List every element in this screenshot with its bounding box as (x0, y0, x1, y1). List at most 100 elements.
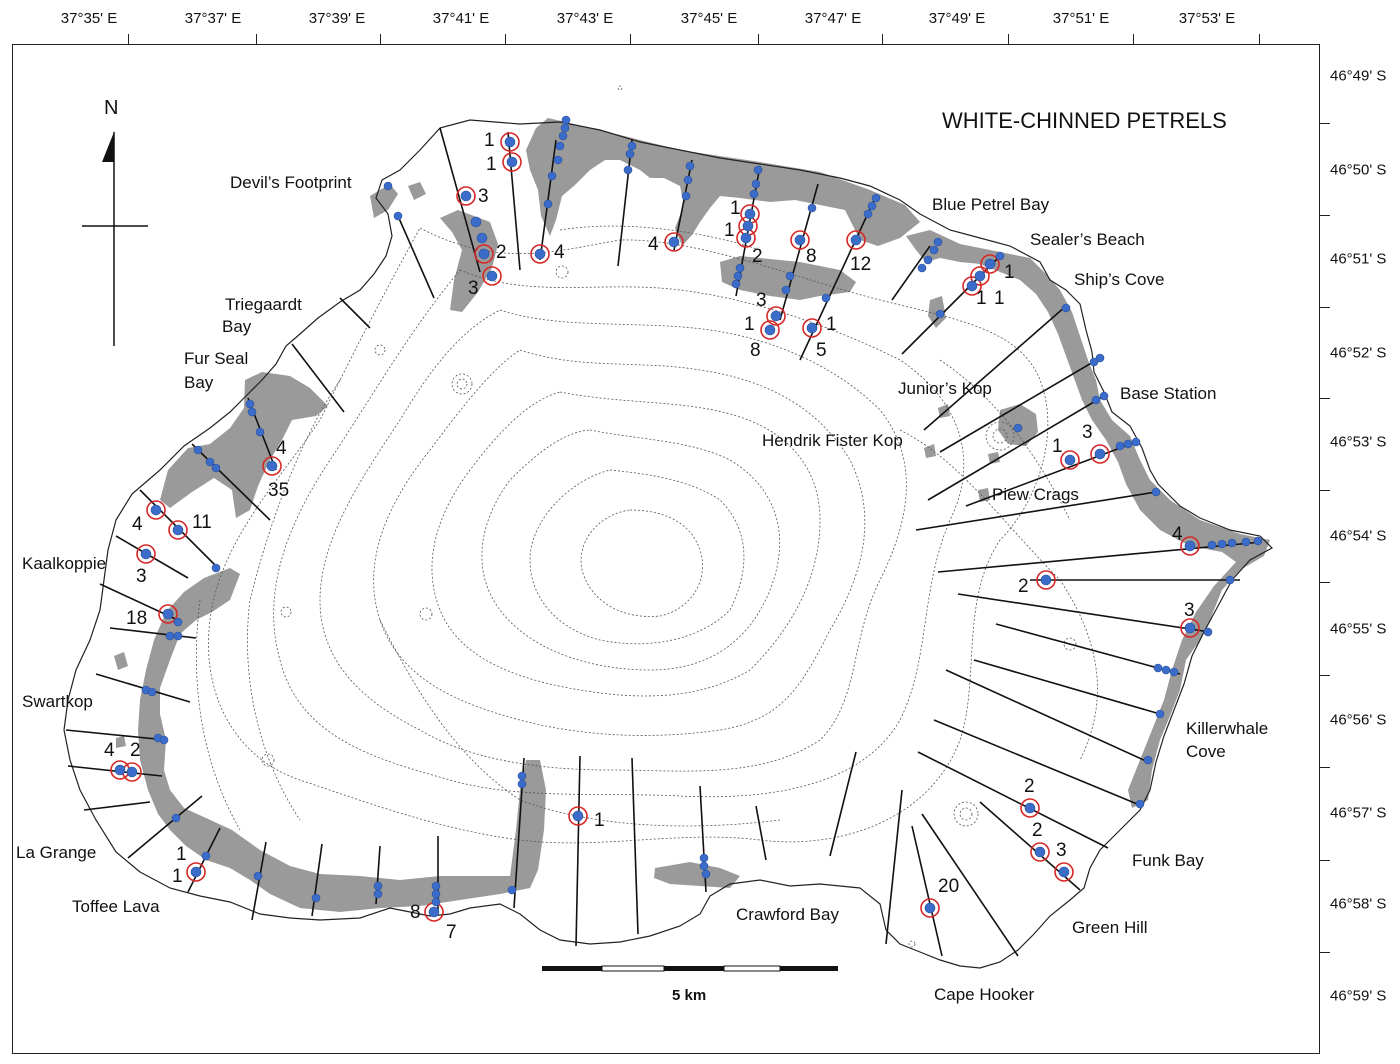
burrow-point (699, 853, 709, 863)
contour-line (379, 619, 781, 827)
latitude-label: 46°56' S (1330, 711, 1387, 729)
longitude-label: 37°45' E (680, 10, 738, 27)
count-label-layer: 1 1 3 2 3 4 4 1 1 2 8 12 3 1 8 1 5 1 1 1… (104, 130, 1195, 943)
burrow-point (1040, 574, 1052, 586)
vegetation-layer (114, 118, 1270, 912)
tick (882, 34, 883, 44)
burrow-point (744, 208, 756, 220)
burrow-point (984, 258, 996, 270)
transect-line (191, 443, 271, 521)
burrow-point (431, 889, 441, 899)
scale-bar-segment (664, 966, 724, 971)
tick (380, 34, 381, 44)
place-name: Piew Crags (992, 485, 1079, 504)
vegetation-patch (526, 118, 920, 246)
burrow-point (1034, 846, 1046, 858)
contour-ring (985, 421, 1015, 451)
burrow-point (470, 216, 482, 228)
longitude-label: 37°47' E (804, 10, 862, 27)
burrow-point (731, 279, 741, 289)
contour-ring (261, 753, 275, 767)
burrow-point (1095, 353, 1105, 363)
count-label: 11 (192, 512, 212, 533)
contour-ring (419, 607, 433, 621)
burrow-point (373, 889, 383, 899)
count-label: 7 (446, 922, 457, 943)
burrow-point (871, 193, 881, 203)
longitude-label: 37°41' E (432, 10, 490, 27)
burrow-point (935, 309, 945, 319)
count-circle (482, 266, 502, 286)
transect-line (251, 841, 267, 921)
vegetation-patch (654, 862, 740, 888)
contour-line (319, 309, 907, 772)
count-label: 1 (176, 844, 187, 865)
burrow-point (393, 211, 403, 221)
burrow-point (255, 427, 265, 437)
transect-line (127, 795, 203, 859)
burrow-point (785, 271, 795, 281)
longitude-label: 37°51' E (1052, 10, 1110, 27)
place-name: La Grange (16, 843, 96, 862)
burrow-point (794, 234, 806, 246)
burrow-point (923, 255, 933, 265)
count-circle (502, 152, 522, 172)
transect-line (291, 343, 345, 413)
contour-line (939, 359, 1071, 521)
tick (1320, 675, 1330, 676)
burrow-point (1184, 622, 1196, 634)
burrow-point (147, 687, 157, 697)
transect-line (933, 719, 1143, 807)
place-name: Green Hill (1072, 918, 1148, 937)
count-label: 4 (554, 242, 565, 263)
tick (630, 34, 631, 44)
count-circle (474, 244, 494, 264)
burrow-point (543, 199, 553, 209)
burrow-point (201, 851, 211, 861)
contour-line (529, 469, 745, 645)
vegetation-patch (116, 736, 126, 748)
burrow-point (929, 245, 939, 255)
count-circle (1020, 798, 1040, 818)
burrow-point (781, 285, 791, 295)
contour-ring (1063, 637, 1077, 651)
burrow-point (1115, 441, 1125, 451)
contour-ring (617, 85, 623, 91)
tick (1259, 34, 1260, 44)
transect-line (923, 305, 1067, 431)
burrow-point (504, 136, 516, 148)
burrow-point (924, 902, 936, 914)
transect-line (939, 357, 1101, 453)
place-name: Kaalkoppie (22, 554, 106, 573)
place-name: Sealer’s Beach (1030, 230, 1145, 249)
latitude-label: 46°52' S (1330, 344, 1387, 362)
count-circle (1180, 618, 1200, 638)
burrow-point (159, 735, 169, 745)
burrow-point (211, 563, 221, 573)
burrow-point (486, 270, 498, 282)
burrow-point (1094, 448, 1106, 460)
burrow-point (623, 165, 633, 175)
burrow-point (1151, 487, 1161, 497)
burrow-point-layer (114, 115, 1263, 918)
tick (256, 34, 257, 44)
latitude-label: 46°58' S (1330, 895, 1387, 913)
place-name: Toffee Lava (72, 897, 160, 916)
place-name: Triegaardt (225, 295, 302, 314)
burrow-point (821, 293, 831, 303)
burrow-point (995, 251, 1005, 261)
count-circle (262, 456, 282, 476)
transect-line (755, 805, 767, 861)
count-circle (970, 266, 990, 286)
burrow-point (171, 813, 181, 823)
count-label: 1 (826, 314, 837, 335)
map-title: WHITE-CHINNED PETRELS (942, 108, 1227, 133)
transect-line (397, 215, 435, 299)
count-label: 5 (816, 340, 827, 361)
burrow-point (190, 866, 202, 878)
burrow-point (1155, 709, 1165, 719)
scale-bar-segment (723, 965, 781, 972)
vegetation-patch (924, 444, 936, 458)
latitude-label: 46°54' S (1330, 527, 1387, 545)
contour-ring (908, 940, 916, 948)
